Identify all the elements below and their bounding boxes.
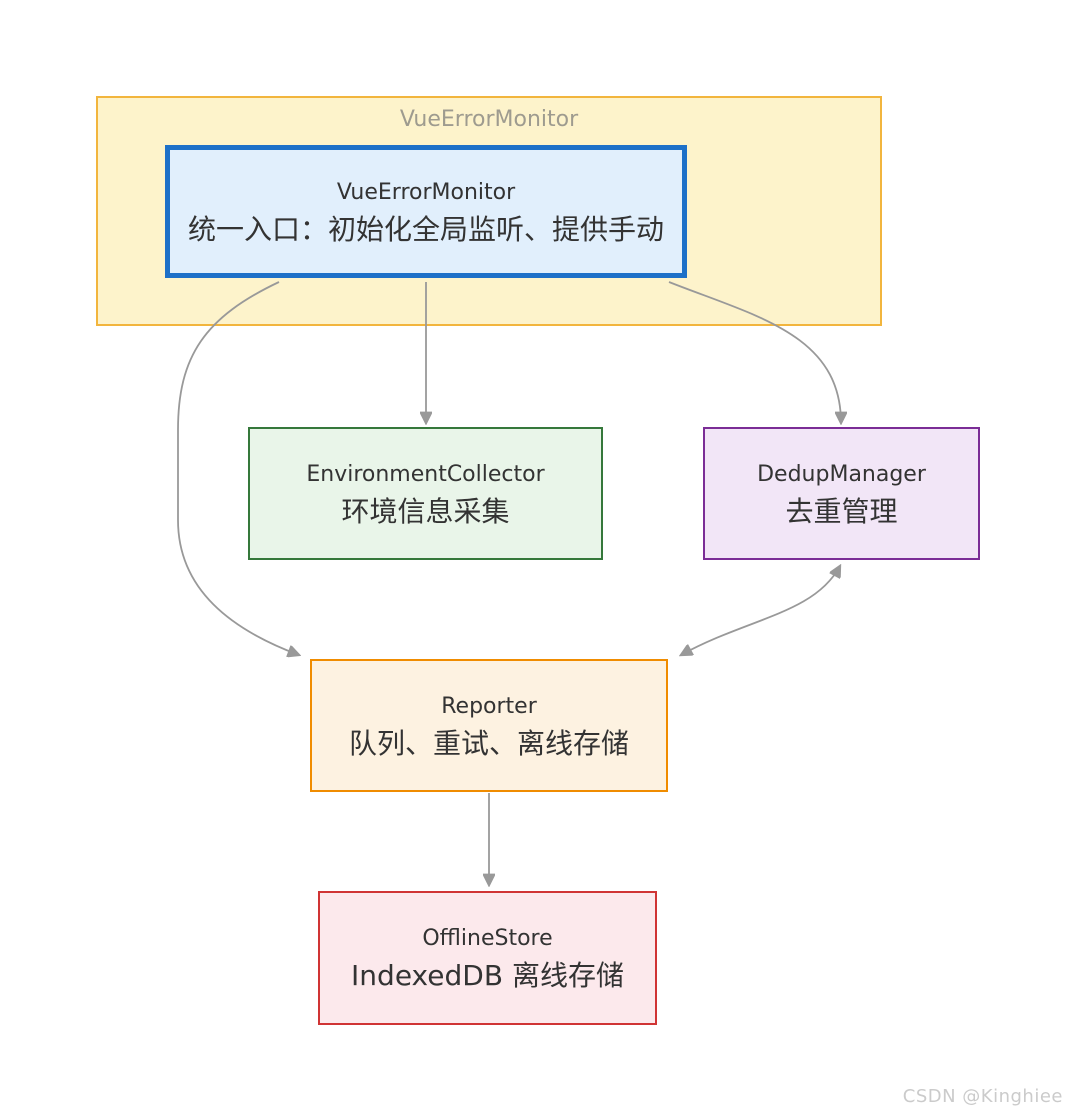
node-dedup-manager: DedupManager 去重管理 [703, 427, 980, 560]
node-offline-store-subtitle: IndexedDB 离线存储 [351, 959, 624, 992]
node-vue-error-monitor-title: VueErrorMonitor [336, 179, 516, 205]
node-dedup-manager-subtitle: 去重管理 [785, 494, 898, 528]
node-environment-collector: EnvironmentCollector 环境信息采集 [248, 427, 603, 560]
node-vue-error-monitor: VueErrorMonitor 统一入口：初始化全局监听、提供手动 [165, 145, 687, 278]
node-reporter-subtitle: 队列、重试、离线存储 [348, 726, 629, 760]
node-dedup-manager-title: DedupManager [757, 461, 926, 487]
node-offline-store: OfflineStore IndexedDB 离线存储 [318, 891, 657, 1025]
subgraph-title: VueErrorMonitor [399, 107, 579, 132]
node-offline-store-title: OfflineStore [422, 926, 553, 951]
node-environment-collector-title: EnvironmentCollector [306, 461, 545, 487]
node-reporter: Reporter 队列、重试、离线存储 [310, 659, 668, 792]
edge-dedup-reporter-bidirectional [681, 566, 840, 655]
node-environment-collector-subtitle: 环境信息采集 [341, 494, 510, 528]
node-reporter-title: Reporter [441, 693, 537, 719]
csdn-watermark: CSDN @Kinghiee [902, 1086, 1063, 1107]
node-vue-error-monitor-subtitle: 统一入口：初始化全局监听、提供手动 [187, 212, 664, 246]
